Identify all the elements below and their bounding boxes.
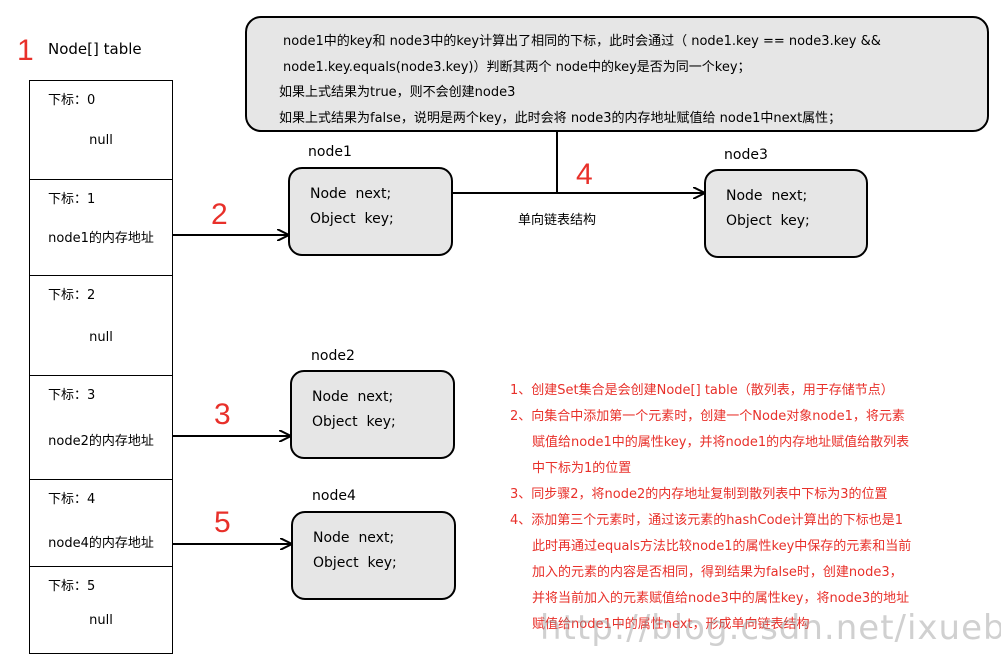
- table-cell-1: 下标：1 node1的内存地址: [29, 179, 173, 276]
- node2-label: node2: [311, 348, 355, 364]
- note-line: 赋值给node1中的属性next，形成单向链表结构: [532, 617, 810, 632]
- callout-line-1: node1中的key和 node3中的key计算出了相同的下标，此时会通过（ n…: [283, 34, 881, 49]
- cell-value: null: [89, 613, 113, 628]
- callout-line-3: 如果上式结果为true，则不会创建node3: [279, 85, 516, 100]
- callout-line-2: node1.key.equals(node3.key)）判断其两个 node中的…: [283, 60, 751, 75]
- node2-box: Node next; Object key;: [290, 370, 455, 459]
- step-number-2: 2: [211, 198, 228, 231]
- linked-list-label: 单向链表结构: [518, 213, 597, 228]
- cell-index: 下标：4: [48, 492, 96, 507]
- note-line: 此时再通过equals方法比较node1的属性key中保存的元素和当前: [532, 539, 912, 554]
- table-cell-0: 下标：0 null: [29, 80, 173, 180]
- node4-next-field: Node next;: [313, 530, 395, 546]
- table-cell-2: 下标：2 null: [29, 275, 173, 376]
- step-number-5: 5: [214, 506, 231, 539]
- node1-next-field: Node next;: [310, 186, 392, 202]
- node1-label: node1: [308, 144, 352, 160]
- cell-value: node1的内存地址: [48, 231, 154, 246]
- table-cell-3: 下标：3 node2的内存地址: [29, 375, 173, 480]
- note-line: 并将当前加入的元素赋值给node3中的属性key，将node3的地址: [532, 591, 910, 606]
- note-line: 2、向集合中添加第一个元素时，创建一个Node对象node1，将元素: [510, 409, 905, 424]
- node1-key-field: Object key;: [310, 211, 394, 227]
- note-line: 加入的元素的内容是否相同，得到结果为false时，创建node3，: [532, 565, 903, 580]
- note-line: 赋值给node1中的属性key，并将node1的内存地址赋值给散列表: [532, 435, 910, 450]
- note-line: 4、添加第三个元素时，通过该元素的hashCode计算出的下标也是1: [510, 513, 904, 528]
- note-line: 中下标为1的位置: [532, 461, 632, 476]
- node3-label: node3: [724, 147, 768, 163]
- note-line: 3、同步骤2，将node2的内存地址复制到散列表中下标为3的位置: [510, 487, 888, 502]
- step-number-3: 3: [214, 398, 231, 431]
- table-title: Node[] table: [48, 40, 142, 58]
- node1-box: Node next; Object key;: [288, 167, 453, 256]
- node2-key-field: Object key;: [312, 414, 396, 430]
- cell-index: 下标：1: [48, 192, 96, 207]
- note-line: 1、创建Set集合是会创建Node[] table（散列表，用于存储节点）: [510, 383, 894, 398]
- cell-value: node2的内存地址: [48, 434, 154, 449]
- explanation-callout: node1中的key和 node3中的key计算出了相同的下标，此时会通过（ n…: [245, 16, 989, 132]
- node2-next-field: Node next;: [312, 389, 394, 405]
- cell-index: 下标：2: [48, 288, 96, 303]
- node3-next-field: Node next;: [726, 188, 808, 204]
- cell-value: null: [89, 133, 113, 148]
- table-cell-4: 下标：4 node4的内存地址: [29, 479, 173, 567]
- node3-box: Node next; Object key;: [704, 169, 868, 258]
- node4-key-field: Object key;: [313, 555, 397, 571]
- node3-key-field: Object key;: [726, 213, 810, 229]
- step-number-1: 1: [17, 34, 34, 67]
- cell-index: 下标：3: [48, 388, 96, 403]
- node4-label: node4: [312, 488, 356, 504]
- cell-index: 下标：0: [48, 93, 96, 108]
- step-number-4: 4: [576, 158, 593, 191]
- table-cell-5: 下标：5 null: [29, 566, 173, 654]
- cell-value: null: [89, 330, 113, 345]
- callout-line-4: 如果上式结果为false，说明是两个key，此时会将 node3的内存地址赋值给…: [279, 111, 842, 126]
- cell-value: node4的内存地址: [48, 536, 154, 551]
- watermark: http://blog.csdn.net/ixueba: [540, 608, 1001, 648]
- node4-box: Node next; Object key;: [291, 511, 456, 600]
- cell-index: 下标：5: [48, 579, 96, 594]
